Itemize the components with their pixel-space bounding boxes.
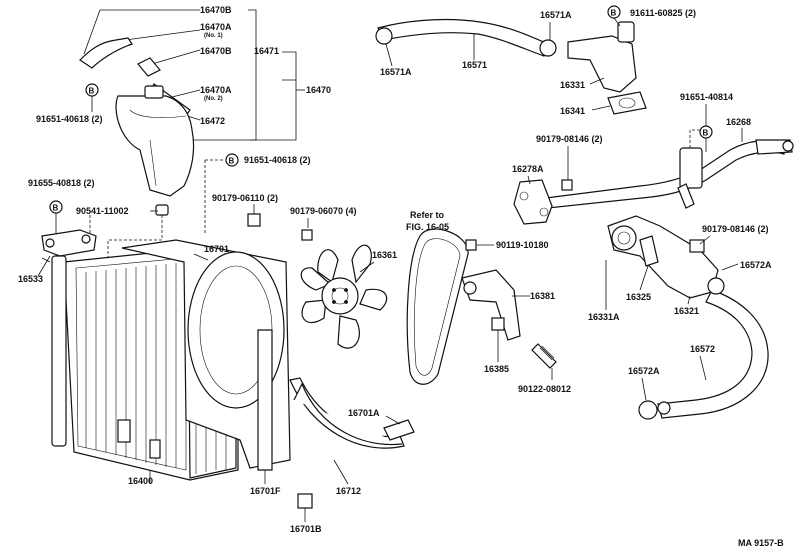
- svg-text:B: B: [53, 204, 59, 213]
- svg-text:B: B: [229, 157, 235, 166]
- overflow-hose: [79, 37, 133, 69]
- reservoir-tank: [115, 95, 195, 197]
- label-16701B: 16701B: [290, 524, 322, 534]
- label-16701A: 16701A: [348, 408, 380, 418]
- label-16331: 16331: [560, 80, 585, 90]
- label-16470B: 16470B: [200, 5, 232, 15]
- label-16701: 16701: [204, 244, 229, 254]
- label-90541-11002: 90541-11002: [76, 206, 129, 216]
- label-16470A: 16470A: [200, 22, 232, 32]
- label-91611-60825: 91611-60825 (2): [630, 8, 696, 18]
- label-91655-40818: 91655-40818 (2): [28, 178, 95, 188]
- label-16571: 16571: [462, 60, 487, 70]
- label-16712: 16712: [336, 486, 361, 496]
- label-16470A-2: 16470A: [200, 85, 232, 95]
- label-16571A: 16571A: [380, 67, 412, 77]
- label-fig-16-05: FIG. 16-05: [406, 222, 449, 232]
- bypass-pipe-16268: [545, 129, 794, 209]
- tank-cap: [144, 85, 164, 99]
- svg-text:B: B: [703, 129, 709, 138]
- label-16472: 16472: [200, 116, 225, 126]
- label-16341: 16341: [560, 106, 585, 116]
- diagram-code: MA 9157-B: [738, 538, 784, 548]
- label-16572: 16572: [690, 344, 715, 354]
- gasket-16278A: [513, 179, 553, 225]
- label-90179-06110: 90179-06110 (2): [212, 193, 278, 203]
- gasket-16341: [607, 91, 647, 115]
- label-16381: 16381: [530, 291, 555, 301]
- radiator-hose-16571: [375, 18, 557, 57]
- label-90179-08146: 90179-08146 (2): [536, 134, 603, 144]
- reservoir-tank-group: B: [79, 9, 305, 258]
- label-16572A-b: 16572A: [628, 366, 660, 376]
- label-91651-40814: 91651-40814: [680, 92, 733, 102]
- label-16400: 16400: [128, 476, 153, 486]
- label-16701F: 16701F: [250, 486, 281, 496]
- v-belt: [406, 228, 469, 385]
- label-16471: 16471: [254, 46, 279, 56]
- label-refer-to: Refer to: [410, 210, 445, 220]
- svg-text:B: B: [611, 9, 617, 18]
- shroud-16712: [289, 377, 405, 449]
- clip-16701A: [383, 419, 415, 441]
- shroud-16701F: [257, 329, 273, 471]
- bracket-16471: [250, 51, 297, 141]
- label-16361: 16361: [372, 250, 397, 260]
- label-16331A: 16331A: [588, 312, 620, 322]
- label-90179-06070: 90179-06070 (4): [290, 206, 357, 216]
- radiator-hose-16572: [638, 277, 769, 420]
- label-91651-40618: 91651-40618 (2): [36, 114, 103, 124]
- label-16533: 16533: [18, 274, 43, 284]
- thermostat-16325: [639, 235, 659, 267]
- cooling-fan-16361: [300, 244, 388, 349]
- b-symbol-label: B: [89, 87, 95, 96]
- label-16470A-note: (No. 1): [204, 33, 223, 39]
- label-16321: 16321: [674, 306, 699, 316]
- label-16268: 16268: [726, 117, 751, 127]
- dashed-leader: [107, 215, 163, 258]
- bracket-16470: [160, 9, 257, 141]
- label-16278A: 16278A: [512, 164, 544, 174]
- label-16470B-2: 16470B: [200, 46, 232, 56]
- label-16572A: 16572A: [740, 260, 772, 270]
- label-91651-40618-b: 91651-40618 (2): [244, 155, 311, 165]
- label-16385: 16385: [484, 364, 509, 374]
- label-16470: 16470: [306, 85, 331, 95]
- bolt-90122-08012: [531, 343, 557, 369]
- label-90119-10180: 90119-10180: [496, 240, 549, 250]
- label-90179-08146-b: 90179-08146 (2): [702, 224, 769, 234]
- label-16571A-b: 16571A: [540, 10, 572, 20]
- bracket-16381: [461, 269, 521, 341]
- clip-16701B: [297, 493, 313, 509]
- label-16470A-2-note: (No. 2): [204, 96, 223, 102]
- label-90122-08012: 90122-08012: [518, 384, 571, 394]
- label-16325: 16325: [626, 292, 651, 302]
